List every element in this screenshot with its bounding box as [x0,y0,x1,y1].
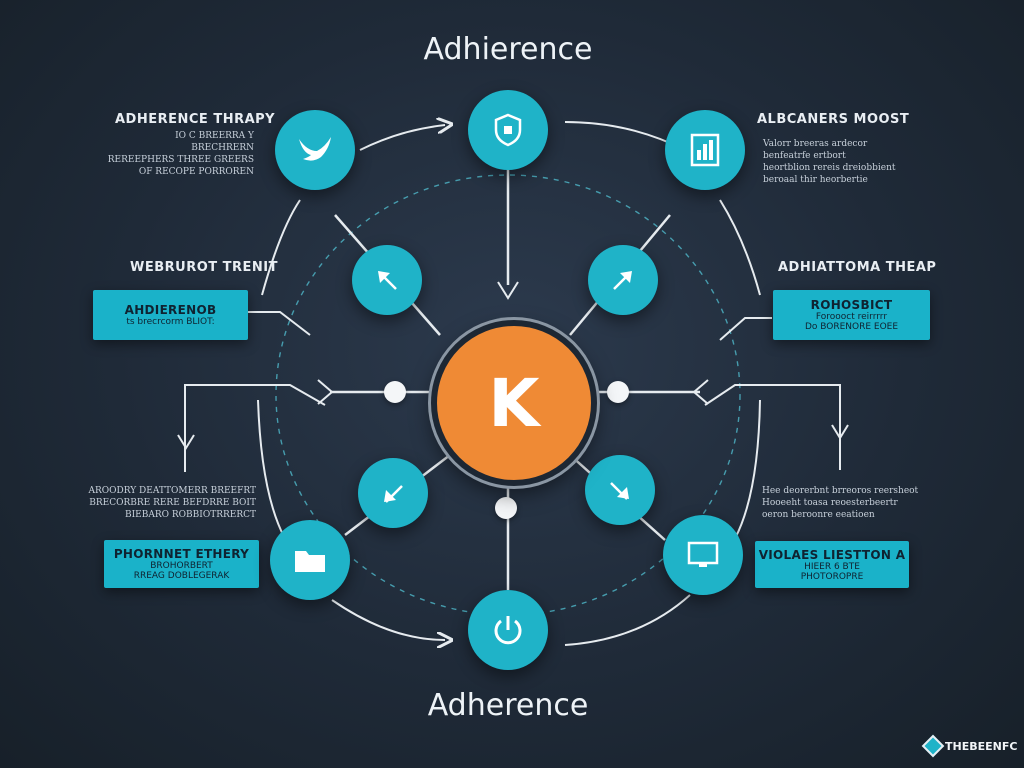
junction-dot-left [384,381,406,403]
note-line: IO C BREERRA Y [175,131,254,141]
note-line: BRECORBRE RERE BEFDRRE BOIT [89,498,256,508]
note-line: Hooeeht toasa reoesterbeertr [762,498,898,508]
node-inner-lower-left[interactable] [358,458,428,528]
banner-subtitle: Foroooct reirrrrr [815,312,888,322]
diagram-title-top: Adhierence [423,32,593,67]
lower-left-notes: AROODRY DEATTOMERR BREEFRT BRECORBRE RER… [89,485,257,521]
banner-subtitle-2: PHOTOROPRE [800,571,864,582]
node-top-left[interactable] [275,110,355,190]
mid-left-heading: WEBRUROT TRENIT [130,260,278,275]
note-line: REREEPHERS THREE GREERS [107,155,254,165]
top-right-heading: ALBCANERS MOOST [757,112,910,127]
banner-subtitle-2: RREAG DOBLEGERAK [133,571,230,581]
note-line: BIEBARO ROBBIOTRRERCT [125,510,256,520]
junction-dot-right [607,381,629,403]
mid-right-heading: ADHIATTOMA THEAP [778,260,937,275]
node-bottom[interactable] [468,590,548,670]
node-bottom-left[interactable] [270,520,350,600]
note-line: OF RECOPE PORROREN [138,167,254,177]
note-line: Valorr breeras ardecor [763,139,868,149]
note-line: heortblion rereis dreiobbient [763,163,896,173]
diagram-title-bottom: Adherence [427,688,589,723]
banner-title: VIOLAES LIESTTON A [758,547,906,562]
lower-left-banner: PHORNNET ETHERY BROHORBERT RREAG DOBLEGE… [104,540,259,588]
banner-subtitle: ts brecrcorm BLIOT: [126,317,215,327]
spoke-arrowheads [317,281,709,405]
banner-title: AHDIERENOB [124,303,217,317]
brand-logo: THEBEENFC [921,734,1018,758]
junction-dot-bottom [495,497,517,519]
arrow-icon [384,485,403,503]
note-line: beroaal thir heorbertie [763,175,868,185]
mid-left-banner: AHDIERENOB ts brecrcorm BLIOT: [93,290,248,340]
mid-right-banner: ROHOSBICT Foroooct reirrrrr Do BORENORE … [773,290,930,340]
note-line: benfeatrfe ertbort [763,151,846,161]
lower-right-notes: Hee deorerbnt brreoros reersheot Hooeeht… [762,485,918,521]
node-bottom-right[interactable] [663,515,743,595]
top-left-heading: ADHERENCE THRAPY [115,112,276,127]
outer-ring-arcs [257,122,761,645]
arrow-icon [610,482,629,500]
bird-icon [299,137,331,161]
node-inner-upper-right[interactable] [588,245,658,315]
arrow-icon [378,271,397,290]
node-inner-upper-left[interactable] [352,245,422,315]
logo-diamond-icon [921,734,945,758]
power-icon [494,616,522,645]
top-left-notes: IO C BREERRA Y BRECHRERN REREEPHERS THRE… [108,130,254,178]
shield-icon [494,113,522,147]
banner-subtitle: HIEER 6 BTE [804,561,860,572]
arrow-icon [613,271,632,290]
note-line: AROODRY DEATTOMERR BREEFRT [88,486,257,496]
top-right-notes: Valorr breeras ardecor benfeatrfe ertbor… [763,138,896,186]
lower-right-banner: VIOLAES LIESTTON A HIEER 6 BTE PHOTOROPR… [755,541,909,588]
side-brackets [177,311,849,472]
note-line: Hee deorerbnt brreoros reersheot [762,486,919,496]
node-inner-lower-right[interactable] [585,455,655,525]
center-hub[interactable]: K [431,320,597,486]
node-top[interactable] [468,90,548,170]
logo-text: THEBEENFC [945,739,1018,753]
banner-title: ROHOSBICT [810,298,893,312]
folder-icon [295,551,325,572]
banner-title: PHORNNET ETHERY [113,547,250,561]
note-line: oeron beroonre eeatioen [762,510,875,520]
banner-subtitle-2: Do BORENORE EOEE [804,322,899,332]
node-top-right[interactable] [665,110,745,190]
banner-subtitle: BROHORBERT [150,561,213,571]
note-line: BRECHRERN [191,143,254,153]
chart-icon [690,133,720,167]
monitor-icon [687,541,719,567]
